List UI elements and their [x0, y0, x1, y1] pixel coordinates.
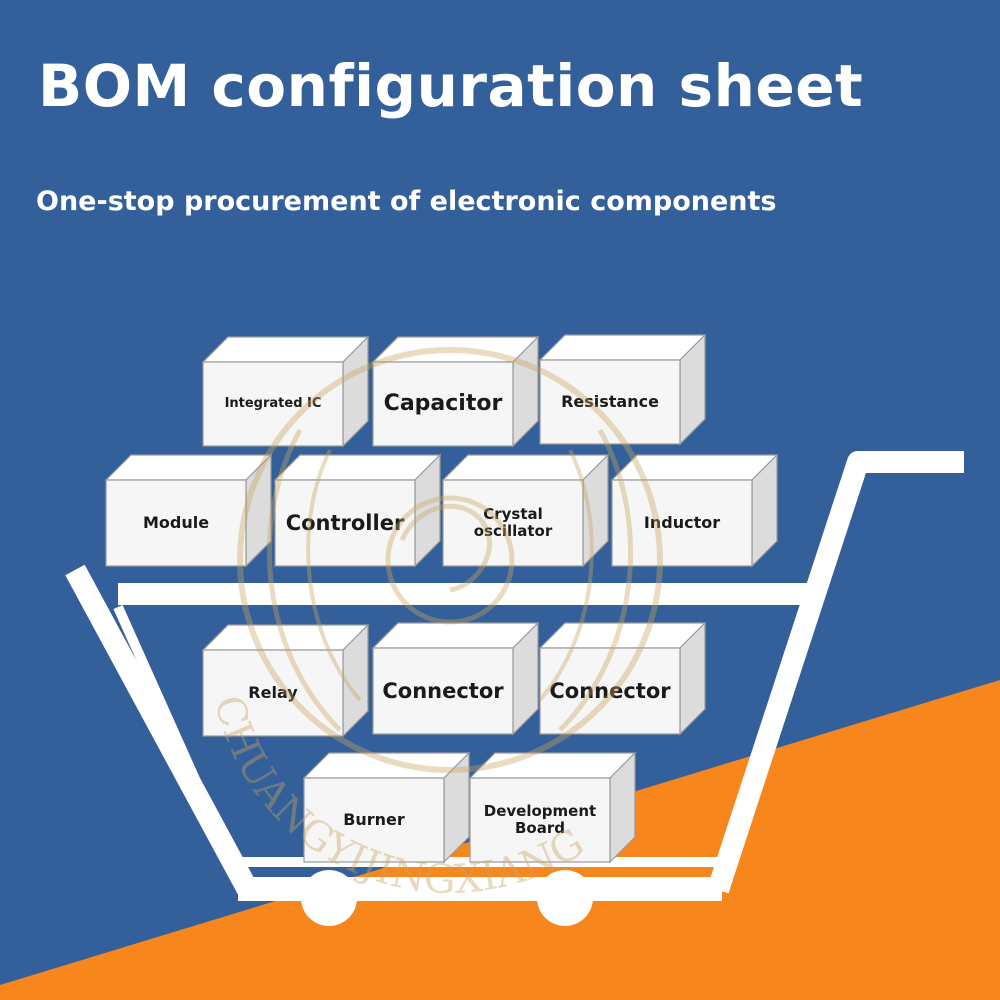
- box-shape: [104, 453, 273, 568]
- box-shape: [468, 751, 637, 864]
- box-shape: [441, 453, 610, 568]
- component-box: Crystal oscillator: [441, 453, 610, 568]
- box-shape: [371, 335, 540, 448]
- box-label: Burner: [343, 809, 405, 829]
- box-shape: [273, 453, 442, 568]
- component-box: Capacitor: [371, 335, 540, 448]
- box-label: Integrated IC: [224, 395, 322, 411]
- cart-wheel-right: [537, 870, 593, 926]
- box-shape: [538, 621, 707, 736]
- component-box: Inductor: [610, 453, 779, 568]
- component-box: Burner: [302, 751, 471, 864]
- cart-wheel-left: [301, 870, 357, 926]
- component-box: Module: [104, 453, 273, 568]
- box-label: Relay: [248, 682, 298, 702]
- component-box: Resistance: [538, 333, 707, 446]
- box-shape: [538, 333, 707, 446]
- box-label: Connector: [382, 678, 504, 703]
- box-label: Crystal oscillator: [473, 504, 553, 540]
- component-box: Controller: [273, 453, 442, 568]
- component-box: Connector: [371, 621, 540, 736]
- box-label: Development Board: [483, 801, 597, 837]
- box-label: Capacitor: [383, 391, 503, 417]
- box-label: Controller: [285, 510, 405, 535]
- box-shape: [201, 623, 370, 738]
- page-title: BOM configuration sheet: [38, 52, 864, 120]
- box-label: Inductor: [643, 512, 721, 532]
- cart-handle: [707, 451, 964, 894]
- box-label: Module: [142, 512, 210, 532]
- component-box: Development Board: [468, 751, 637, 864]
- box-label: Connector: [549, 678, 671, 703]
- box-shape: [371, 621, 540, 736]
- box-label: Resistance: [561, 391, 659, 411]
- component-box: Integrated IC: [201, 335, 370, 448]
- component-box: Relay: [201, 623, 370, 738]
- box-shape: [610, 453, 779, 568]
- page-subtitle: One-stop procurement of electronic compo…: [36, 186, 777, 217]
- box-shape: [302, 751, 471, 864]
- box-shape: [201, 335, 370, 448]
- component-box: Connector: [538, 621, 707, 736]
